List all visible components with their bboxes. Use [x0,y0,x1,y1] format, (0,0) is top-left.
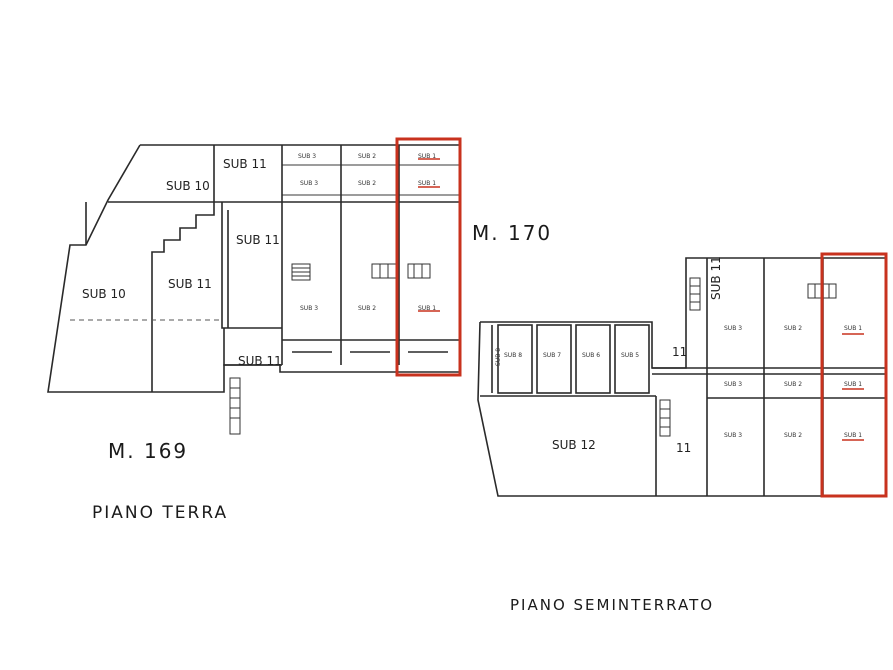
highlight-box-basement [820,252,888,498]
unit-label: SUB 3 [724,325,742,332]
unit-label: SUB 2 [358,305,376,312]
unit-label: SUB 8 [495,348,502,366]
unit-label: SUB 2 [358,180,376,187]
ground-floor-plan: SUB 10 SUB 11 SUB 3 SUB 2 SUB 1 SUB 3 SU… [47,137,462,435]
unit-label: SUB 3 [298,153,316,160]
unit-label: SUB 11 [238,354,282,368]
unit-label: SUB 1 [418,305,436,312]
highlight-box-ground [395,137,462,377]
unit-label: SUB 3 [300,180,318,187]
unit-label: SUB 3 [724,432,742,439]
unit-label: SUB 10 [82,287,126,301]
floor-label-basement: PIANO SEMINTERRATO [510,596,714,614]
unit-label: 11 [672,345,687,359]
unit-label: SUB 3 [300,305,318,312]
unit-label: SUB 11 [236,233,280,247]
unit-label: 11 [676,441,691,455]
unit-label: SUB 1 [844,325,862,332]
unit-label: SUB 1 [418,180,436,187]
floor-label-ground: PIANO TERRA [92,503,228,523]
unit-label: SUB 12 [552,438,596,452]
unit-label: SUB 5 [621,352,639,359]
unit-label: SUB 2 [784,432,802,439]
unit-label: SUB 2 [784,325,802,332]
unit-label: SUB 1 [418,153,436,160]
unit-label: SUB 8 [504,352,522,359]
basement-plan: SUB 8 SUB 8 SUB 7 SUB 6 SUB 5 11 SUB 11 … [477,252,888,498]
parcel-label-m170: M. 170 [472,221,552,245]
stair-icon [229,263,431,435]
unit-label: SUB 7 [543,352,561,359]
unit-label: SUB 11 [709,256,723,300]
unit-label: SUB 1 [844,432,862,439]
unit-label: SUB 1 [844,381,862,388]
unit-label: SUB 11 [168,277,212,291]
unit-label: SUB 2 [358,153,376,160]
parcel-label-m169: M. 169 [108,439,188,463]
unit-label: SUB 11 [223,157,267,171]
unit-label: SUB 6 [582,352,600,359]
unit-label: SUB 3 [724,381,742,388]
unit-label: SUB 10 [166,179,210,193]
unit-label: SUB 2 [784,381,802,388]
